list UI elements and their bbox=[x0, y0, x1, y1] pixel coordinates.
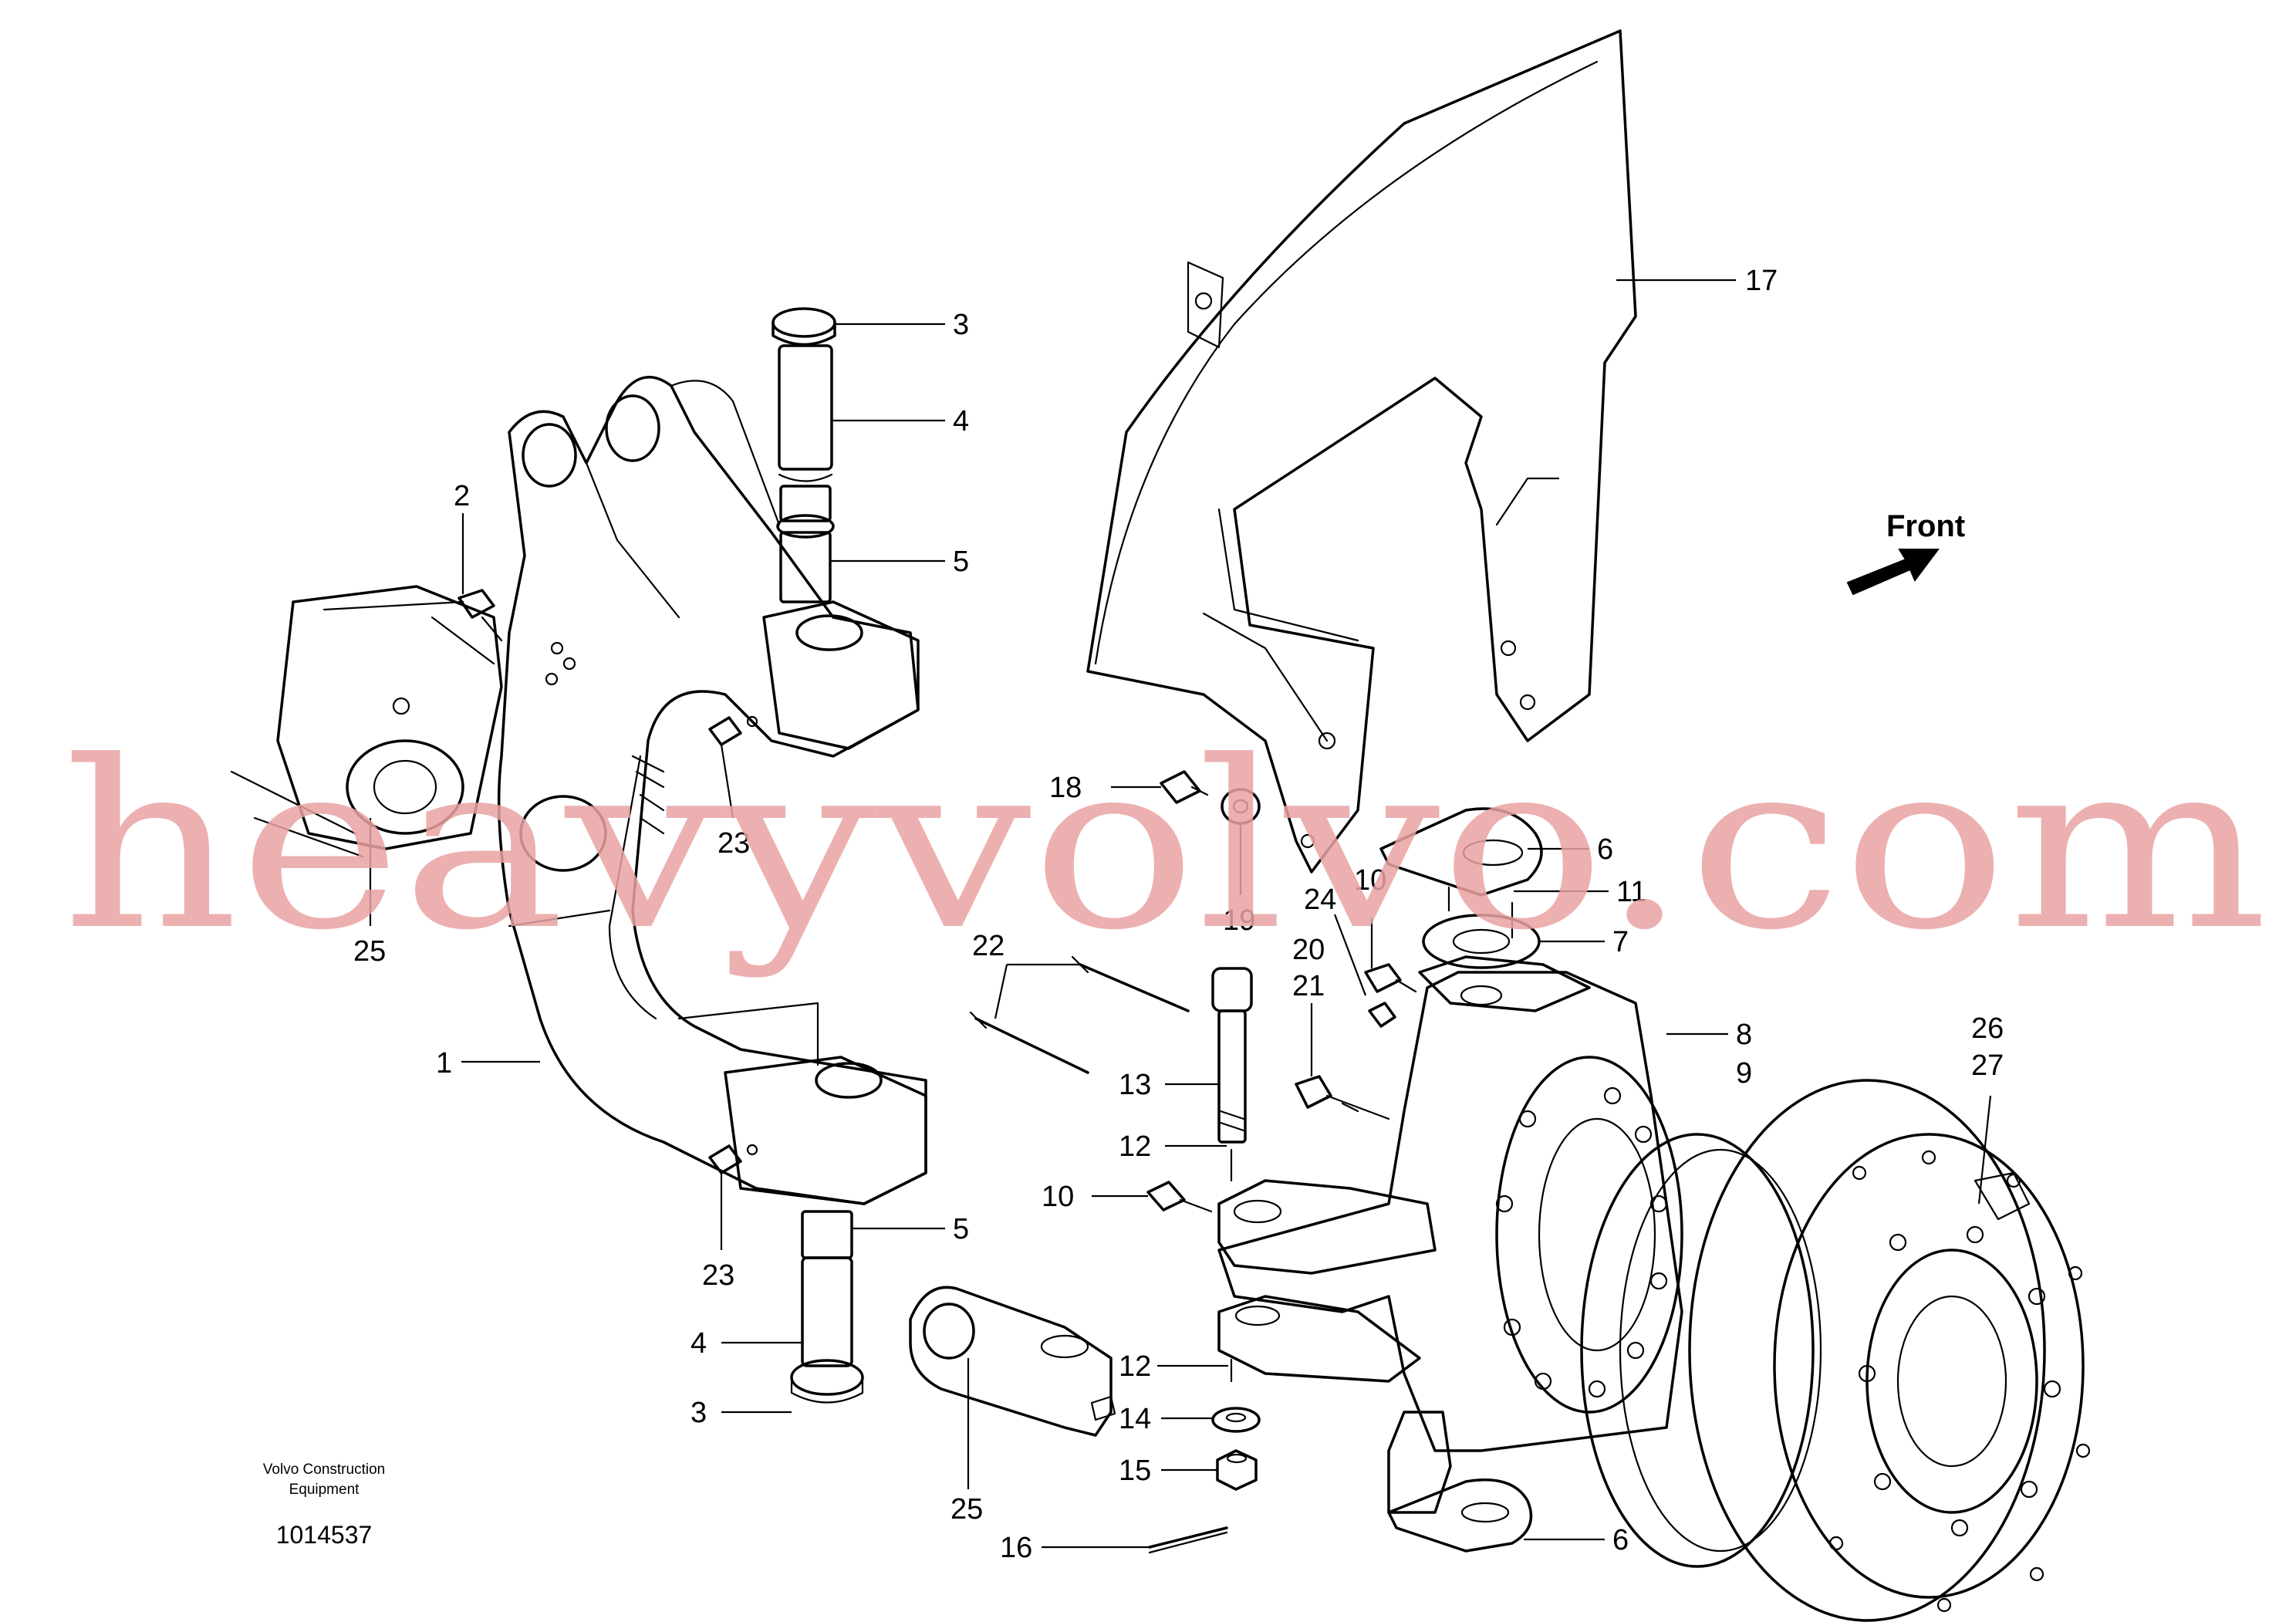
callout-20: 20 bbox=[1292, 934, 1325, 966]
callout-6-upper: 6 bbox=[1597, 833, 1613, 866]
upper-kingpin-stack bbox=[772, 307, 836, 603]
callout-8: 8 bbox=[1736, 1019, 1752, 1051]
document-number: 1014537 bbox=[276, 1521, 373, 1549]
callout-5-lower: 5 bbox=[953, 1213, 969, 1245]
callout-15: 15 bbox=[1119, 1455, 1151, 1487]
front-direction-arrow bbox=[1846, 549, 1940, 596]
bolt-18 bbox=[1160, 770, 1209, 804]
shim-plate-6-lower bbox=[1387, 1478, 1533, 1553]
steering-knuckle bbox=[1217, 955, 1683, 1514]
bolt-2 bbox=[458, 589, 503, 642]
washer-14 bbox=[1211, 1407, 1261, 1433]
steering-frame bbox=[497, 376, 927, 1205]
bolt-20-21 bbox=[1295, 1075, 1390, 1120]
callout-4-lower: 4 bbox=[690, 1327, 707, 1360]
callout-7: 7 bbox=[1612, 926, 1629, 958]
axle-beam bbox=[230, 585, 503, 858]
shim-plate-6-upper bbox=[1379, 807, 1543, 897]
grease-nipple-upper bbox=[708, 715, 758, 746]
callout-26: 26 bbox=[1971, 1012, 2004, 1045]
callout-21: 21 bbox=[1292, 970, 1325, 1002]
castle-nut-15 bbox=[1216, 1449, 1258, 1491]
callout-1: 1 bbox=[436, 1047, 452, 1080]
grease-nipple-24 bbox=[1368, 1002, 1396, 1028]
callout-10-lower: 10 bbox=[1042, 1181, 1074, 1213]
callout-14: 14 bbox=[1119, 1403, 1151, 1435]
callout-17: 17 bbox=[1745, 265, 1778, 297]
callout-2: 2 bbox=[454, 480, 470, 512]
callout-13: 13 bbox=[1119, 1069, 1151, 1101]
lower-kingpin-stack bbox=[790, 1210, 864, 1404]
callout-9: 9 bbox=[1736, 1057, 1752, 1090]
callout-11: 11 bbox=[1616, 876, 1646, 908]
callout-4-upper: 4 bbox=[953, 405, 969, 438]
callout-5-upper: 5 bbox=[953, 546, 969, 578]
front-label: Front bbox=[1886, 509, 1965, 543]
washer-19 bbox=[1221, 788, 1261, 825]
bolt-10-lower bbox=[1146, 1181, 1213, 1213]
callout-23-lower: 23 bbox=[702, 1259, 734, 1292]
company-line-1: Volvo Construction bbox=[263, 1461, 385, 1478]
wheel-hub bbox=[1580, 1079, 2091, 1622]
callout-25-left: 25 bbox=[353, 935, 386, 968]
callout-25-lower: 25 bbox=[950, 1493, 983, 1526]
company-line-2: Equipment bbox=[289, 1482, 360, 1498]
fender-guard bbox=[1086, 29, 1637, 874]
callout-3-upper: 3 bbox=[953, 309, 969, 341]
leader-lines bbox=[369, 279, 1992, 1549]
callout-18: 18 bbox=[1049, 772, 1082, 804]
callout-24: 24 bbox=[1304, 884, 1336, 916]
callout-10-upper: 10 bbox=[1354, 864, 1386, 897]
lever-arm-25 bbox=[909, 1286, 1116, 1437]
callout-19: 19 bbox=[1223, 904, 1255, 937]
grease-nipple-lower bbox=[708, 1144, 758, 1174]
callout-6-lower: 6 bbox=[1612, 1524, 1629, 1556]
callout-16: 16 bbox=[1000, 1532, 1032, 1564]
callout-22: 22 bbox=[972, 930, 1004, 962]
callout-12-upper: 12 bbox=[1119, 1130, 1151, 1163]
callout-3-lower: 3 bbox=[690, 1397, 707, 1429]
callout-27: 27 bbox=[1971, 1049, 2004, 1082]
callout-12-lower: 12 bbox=[1119, 1350, 1151, 1383]
cotter-pin-16 bbox=[1148, 1526, 1228, 1554]
callout-labels: 3 4 5 2 23 25 1 23 5 4 3 17 18 19 22 13 … bbox=[353, 265, 2004, 1564]
bolt-13 bbox=[1211, 967, 1253, 1144]
watermark-text: heavyvolvo.com bbox=[62, 711, 2268, 981]
callout-23-upper: 23 bbox=[718, 827, 750, 860]
bolt-10-upper bbox=[1364, 963, 1417, 993]
